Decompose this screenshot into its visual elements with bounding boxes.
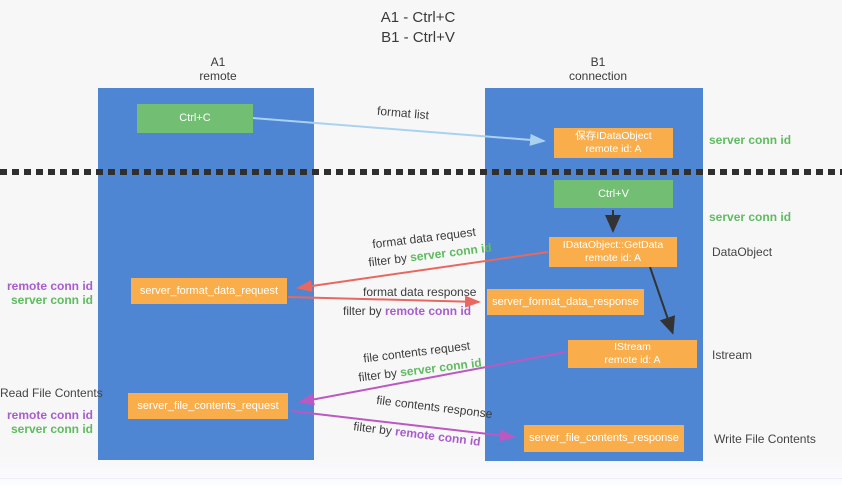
filter-by-prefix: filter by	[367, 250, 412, 270]
label-file-contents-response: file contents response	[375, 392, 494, 422]
lane-a1-subtitle: remote	[199, 69, 237, 83]
label-filter-remote-conn-1: filter by remote conn id	[343, 304, 471, 318]
label-write-file-contents: Write File Contents	[714, 432, 816, 446]
node-format-response-label: server_format_data_response	[492, 295, 639, 308]
lane-b1-subtitle: connection	[568, 69, 628, 83]
node-ctrl-v-label: Ctrl+V	[598, 187, 629, 200]
label-remote-conn-id-mid-left: remote conn id	[6, 279, 93, 293]
node-idataobject-getdata: IDataObject::GetData remote id: A	[549, 237, 677, 267]
lane-b1-name: B1	[590, 55, 606, 69]
label-dataobject: DataObject	[712, 245, 773, 259]
filter-by-prefix: filter by	[343, 304, 386, 318]
label-read-file-contents: Read File Contents	[0, 386, 103, 400]
lane-a1-name: A1	[210, 55, 226, 69]
node-server-file-contents-request: server_file_contents_request	[128, 393, 288, 419]
node-file-request-label: server_file_contents_request	[137, 399, 279, 412]
label-filter-remote-conn-2: filter by remote conn id	[353, 419, 482, 448]
label-remote-conn-id-bottom-left: remote conn id	[6, 408, 93, 422]
node-file-response-label: server_file_contents_response	[529, 432, 679, 444]
node-istream-line1: IStream	[614, 341, 651, 353]
bottom-divider	[0, 478, 842, 479]
filter-by-prefix: filter by	[352, 419, 397, 439]
node-server-format-data-response: server_format_data_response	[487, 289, 644, 315]
remote-conn-id-key: remote conn id	[385, 304, 472, 318]
machine-boundary-dotted-line	[0, 169, 842, 175]
label-server-conn-id-bottom-left: server conn id	[10, 422, 93, 436]
label-format-data-response: format data response	[363, 285, 477, 299]
label-server-conn-id-top-right: server conn id	[709, 133, 792, 147]
node-save-idataobject-line2: remote id: A	[585, 143, 642, 155]
lane-header-a1: A1 remote	[158, 55, 278, 83]
node-ctrl-c-label: Ctrl+C	[179, 112, 211, 124]
node-save-idataobject: 保存IDataObject remote id: A	[554, 128, 673, 158]
diagram-title: A1 - Ctrl+C B1 - Ctrl+V	[318, 8, 518, 48]
title-line-copy: A1 - Ctrl+C	[380, 9, 456, 26]
label-server-conn-id-mid-right: server conn id	[709, 210, 792, 224]
node-format-request-label: server_format_data_request	[139, 284, 279, 297]
node-istream: IStream remote id: A	[568, 340, 697, 368]
node-save-idataobject-line1: 保存IDataObject	[575, 130, 652, 142]
node-server-format-data-request: server_format_data_request	[131, 278, 287, 304]
node-ctrl-c: Ctrl+C	[137, 104, 253, 133]
label-server-conn-id-mid-left: server conn id	[10, 293, 93, 307]
node-istream-line2: remote id: A	[604, 354, 661, 366]
label-format-list: format list	[376, 103, 430, 123]
node-getdata-line2: remote id: A	[584, 252, 642, 264]
title-line-paste: B1 - Ctrl+V	[381, 29, 455, 46]
lane-header-b1: B1 connection	[538, 55, 658, 83]
node-server-file-contents-response: server_file_contents_response	[524, 425, 684, 452]
node-getdata-line1: IDataObject::GetData	[562, 239, 664, 251]
node-ctrl-v: Ctrl+V	[554, 180, 673, 208]
filter-by-prefix: filter by	[357, 365, 402, 385]
label-istream: Istream	[712, 348, 753, 362]
remote-conn-id-key: remote conn id	[394, 424, 482, 449]
